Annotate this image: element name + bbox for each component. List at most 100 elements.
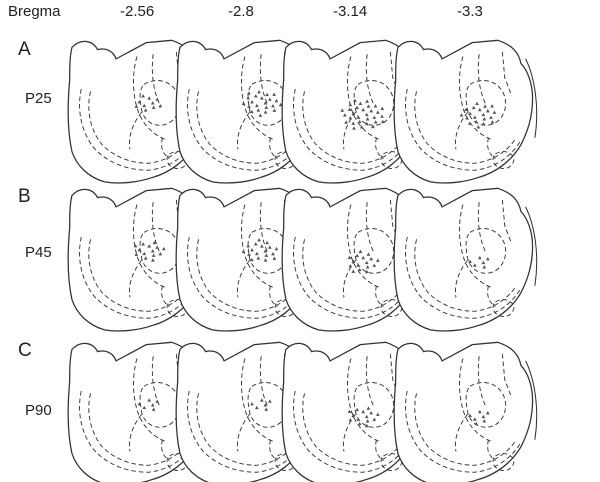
cell-marker (143, 256, 148, 260)
cell-marker (161, 246, 166, 251)
cell-marker (259, 244, 264, 248)
cell-marker (241, 101, 246, 105)
section-r2-c4 (393, 187, 538, 332)
cell-marker (482, 265, 487, 269)
section-dashed-boundary (454, 413, 468, 452)
cell-marker (492, 110, 497, 114)
cell-marker (133, 244, 138, 248)
cell-marker (143, 108, 148, 112)
section-dashed-boundary (151, 202, 161, 254)
cell-marker (481, 112, 486, 117)
cell-marker (241, 249, 246, 253)
cell-marker (373, 104, 378, 108)
section-dashed-boundary (487, 285, 496, 308)
cell-marker (347, 409, 352, 414)
section-dashed-boundary (487, 439, 496, 462)
section-rim-line (525, 206, 538, 286)
cell-marker (468, 121, 472, 125)
cell-marker (365, 419, 370, 423)
bregma-level-2: -2.8 (228, 3, 254, 20)
cell-marker (364, 260, 369, 265)
cell-marker (465, 116, 469, 120)
section-dashed-boundary (293, 390, 410, 473)
cell-marker (259, 398, 264, 402)
section-dashed-boundary (347, 204, 382, 289)
cell-marker (257, 238, 261, 242)
cell-marker (254, 251, 259, 256)
cell-marker (364, 112, 369, 117)
cell-marker (348, 264, 353, 268)
section-dashed-boundary (187, 390, 304, 473)
cell-marker (348, 418, 353, 422)
cell-marker (254, 103, 259, 108)
section-dashed-boundary (79, 236, 196, 319)
cell-marker (271, 251, 275, 256)
cell-marker (358, 249, 363, 254)
cell-marker (158, 251, 163, 256)
bregma-level-1: -2.56 (120, 3, 155, 20)
section-dashed-boundary (365, 356, 375, 408)
cell-marker (485, 257, 490, 261)
cell-marker (468, 259, 472, 263)
cell-marker (263, 258, 268, 262)
cell-marker (361, 409, 366, 414)
cell-marker (263, 249, 268, 253)
cell-marker (365, 117, 370, 121)
section-dashed-boundary (259, 356, 269, 408)
cell-marker (490, 104, 494, 108)
section-dashed-boundary (259, 54, 269, 106)
section-dashed-boundary (236, 259, 250, 298)
cell-marker (472, 115, 477, 119)
cell-marker (340, 108, 345, 112)
section-dashed-boundary (269, 285, 278, 308)
cell-marker (253, 94, 258, 98)
section-dashed-boundary (405, 236, 522, 319)
section-dashed-boundary (269, 439, 278, 462)
cell-marker (150, 249, 155, 253)
cell-marker (364, 414, 369, 419)
cell-marker (147, 398, 152, 402)
cell-marker (246, 96, 251, 100)
cell-marker (472, 263, 477, 267)
cell-marker (481, 414, 486, 419)
cell-marker (250, 100, 254, 104)
section-dashed-boundary (347, 56, 382, 141)
section-dashed-boundary (347, 358, 382, 443)
section-dashed-boundary (501, 199, 513, 245)
section-dashed-boundary (342, 259, 356, 298)
cell-marker (265, 240, 269, 245)
section-dashed-boundary (236, 413, 250, 452)
section-dashed-boundary (139, 228, 181, 274)
section-outline (393, 187, 534, 332)
cell-marker (274, 98, 279, 103)
cell-marker (247, 252, 251, 256)
cell-marker (380, 114, 384, 118)
section-dashed-boundary (161, 439, 170, 462)
section-dashed-boundary (128, 111, 142, 150)
cell-marker (265, 92, 269, 97)
cell-marker (348, 116, 353, 120)
section-dashed-boundary (128, 413, 142, 452)
cell-marker (151, 253, 156, 257)
cell-marker (459, 113, 464, 117)
section-dashed-boundary (269, 137, 278, 160)
cell-marker (271, 103, 275, 108)
section-dashed-boundary (128, 259, 142, 298)
section-r3-c1 (67, 341, 208, 482)
cell-marker (358, 101, 363, 106)
cell-marker (482, 419, 487, 423)
section-dashed-boundary (79, 88, 196, 171)
cell-marker (158, 103, 163, 108)
section-dashed-boundary (353, 382, 395, 428)
cell-marker (365, 121, 369, 126)
section-dashed-boundary (241, 56, 276, 141)
cell-marker (356, 417, 361, 421)
cell-marker (373, 120, 378, 124)
cell-marker (372, 263, 377, 267)
cell-marker (150, 101, 155, 105)
cell-marker (357, 267, 362, 272)
bregma-level-4: -3.3 (457, 3, 483, 20)
section-r1-c4 (393, 39, 538, 184)
section-dashed-boundary (293, 88, 410, 171)
cell-marker (365, 423, 369, 428)
